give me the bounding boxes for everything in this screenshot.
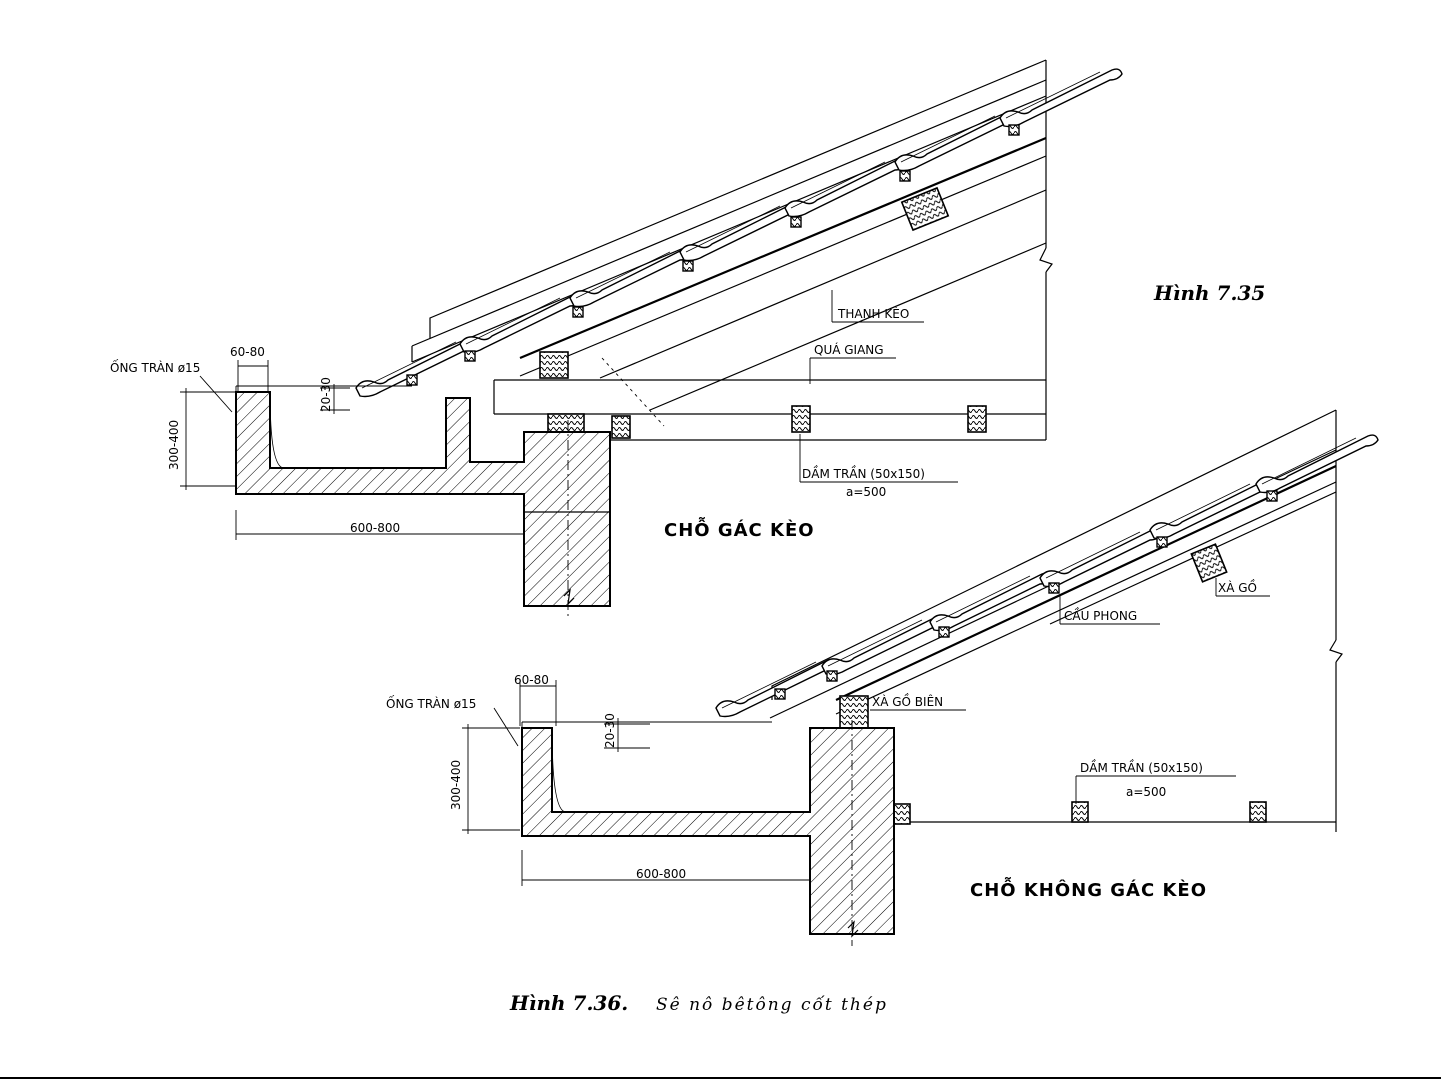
lower-slope-dimension: 20-30 xyxy=(603,713,617,748)
lower-edge-purlin-label: XÀ GỒ BIÊN xyxy=(872,693,943,709)
lower-purlin-label: XÀ GỒ xyxy=(1218,579,1257,595)
upper-ceiling-joist-label: DẦM TRẦN (50x150) xyxy=(802,465,925,481)
lower-gutter-section xyxy=(522,720,894,946)
lower-lip-dimension: 60-80 xyxy=(514,673,549,687)
upper-depth-dimension: 300-400 xyxy=(167,420,181,470)
caption-text: Sê nô bêtông cốt thép xyxy=(656,995,888,1015)
upper-figure-label: Hình 7.35 xyxy=(1153,281,1265,305)
upper-width-dimension: 600-800 xyxy=(350,521,400,535)
lower-rafter-strip-label: CẦU PHONG xyxy=(1064,607,1137,623)
lower-width-dimension: 600-800 xyxy=(636,867,686,881)
upper-slope-dimension: 20-30 xyxy=(319,377,333,412)
upper-detail: ỐNG TRÀN ø15 60-80 300-400 20-30 600-800… xyxy=(110,60,1265,620)
upper-tie-beam-label: QUÁ GIANG xyxy=(814,342,884,357)
upper-heading: CHỖ GÁC KÈO xyxy=(664,516,815,541)
lower-heading: CHỖ KHÔNG GÁC KÈO xyxy=(970,876,1207,901)
upper-roof-slope xyxy=(356,60,1122,440)
upper-spacing-label: a=500 xyxy=(846,485,886,499)
upper-overflow-pipe-label: ỐNG TRÀN ø15 xyxy=(110,359,200,375)
lower-depth-dimension: 300-400 xyxy=(449,760,463,810)
figure-caption: Hình 7.36. Sê nô bêtông cốt thép xyxy=(509,991,888,1015)
lower-ceiling-joist-label: DẦM TRẦN (50x150) xyxy=(1080,759,1203,775)
lower-spacing-label: a=500 xyxy=(1126,785,1166,799)
lower-overflow-pipe-label: ỐNG TRÀN ø15 xyxy=(386,695,476,711)
caption-number: Hình 7.36. xyxy=(509,991,628,1015)
upper-rafter-label: THANH KÈO xyxy=(837,306,909,321)
upper-lip-dimension: 60-80 xyxy=(230,345,265,359)
